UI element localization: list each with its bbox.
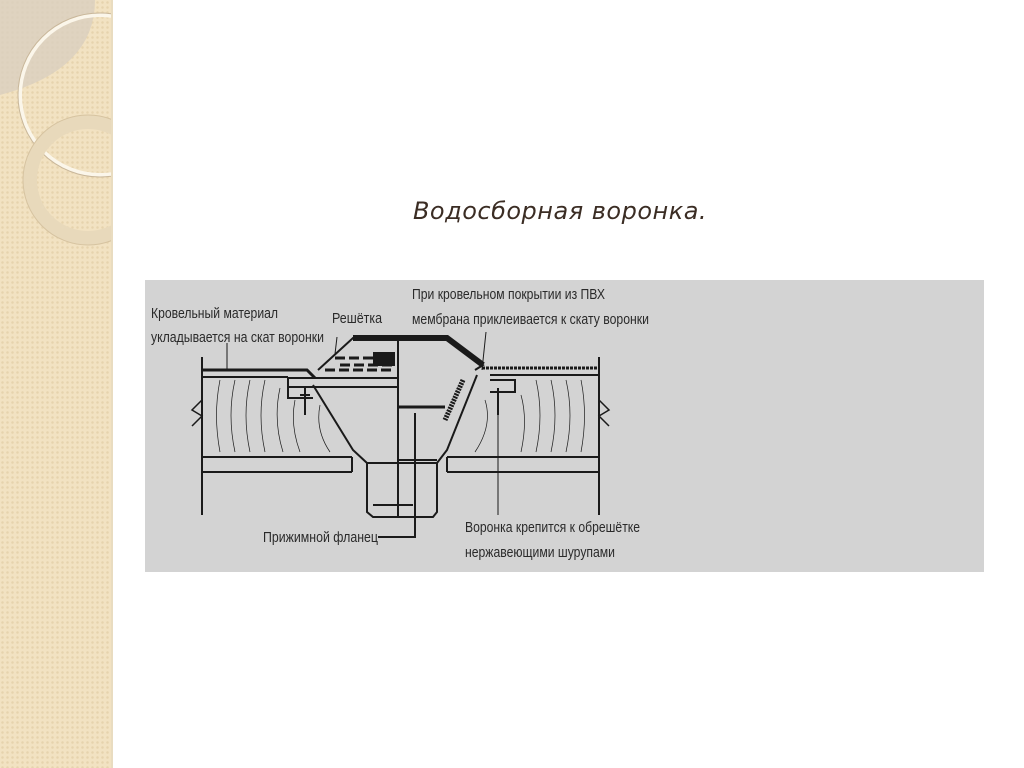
label-clamp-flange: Прижимной фланец	[263, 529, 378, 546]
label-roofing-material-2: укладывается на скат воронки	[151, 329, 324, 346]
label-pvc-2: мембрана приклеивается к скату воронки	[412, 311, 649, 328]
label-fixing-1: Воронка крепится к обрешётке	[465, 519, 640, 536]
label-pvc-1: При кровельном покрытии из ПВХ	[412, 286, 605, 303]
label-roofing-material-1: Кровельный материал	[151, 305, 278, 322]
decorative-sidebar	[0, 0, 113, 768]
roof-drain-diagram: Кровельный материал укладывается на скат…	[145, 280, 984, 572]
slide-title: Водосборная воронка.	[412, 197, 708, 225]
roof-drain-drawing: Кровельный материал укладывается на скат…	[151, 286, 649, 561]
decorative-circles	[0, 0, 111, 246]
label-fixing-2: нержавеющими шурупами	[465, 544, 615, 561]
label-grate: Решётка	[332, 310, 383, 327]
